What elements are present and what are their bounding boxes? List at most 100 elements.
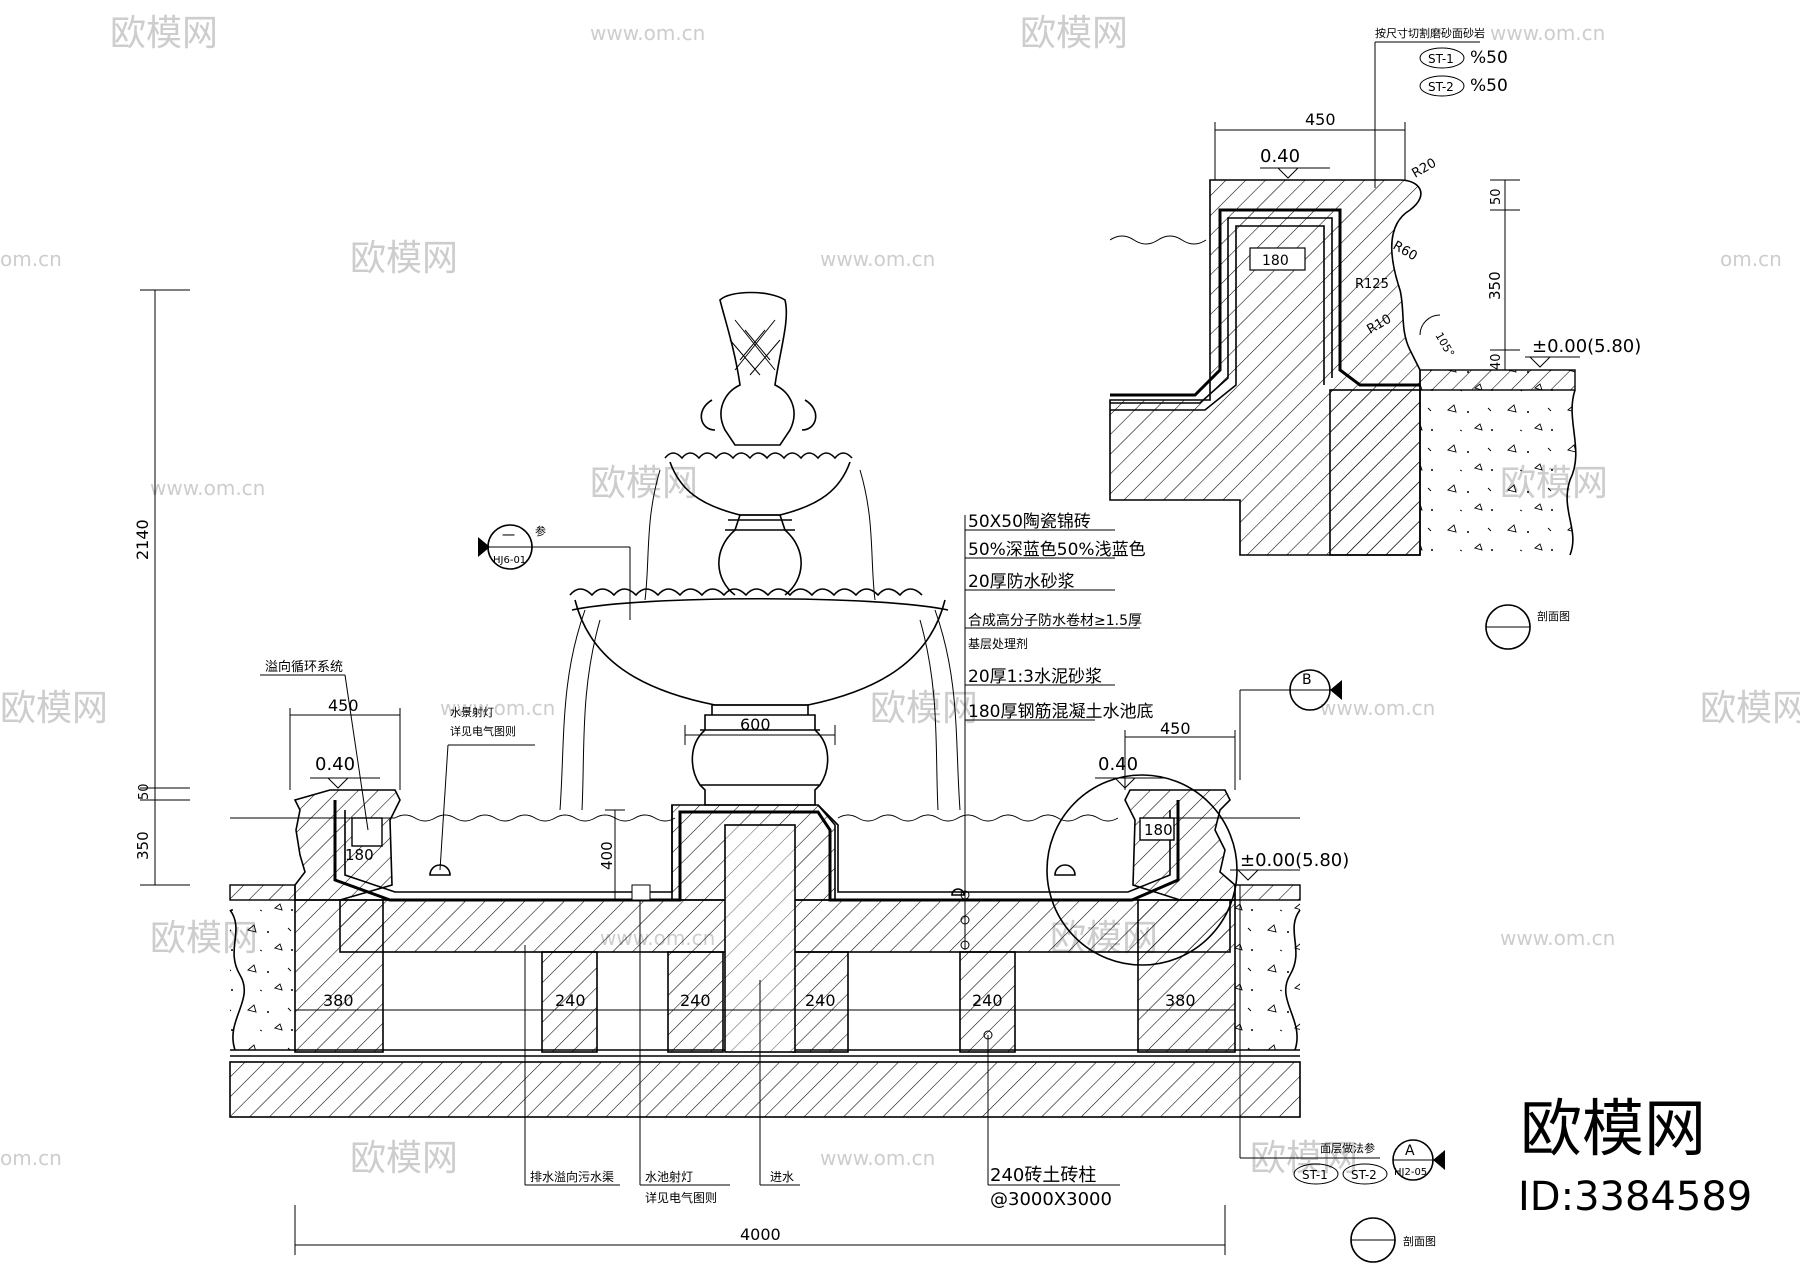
radius-r125: R125 (1355, 277, 1389, 292)
watermark-site: www.om.cn (820, 1146, 935, 1170)
vertical-dimension-chain: 2140 50 350 (133, 289, 190, 886)
stone-note: 按尺寸切割磨砂面砂岩 (1375, 26, 1485, 40)
water-surface-left (394, 814, 676, 822)
foot-dim-4: 240 (805, 991, 836, 1010)
layer-2: 50%深蓝色50%浅蓝色 (968, 540, 1146, 560)
watermark-brand: 欧模网 (1020, 13, 1128, 54)
layer-1: 50X50陶瓷锦砖 (968, 512, 1091, 532)
detail-dim-450: 450 (1305, 110, 1336, 129)
dimension-right-450: 450 (1160, 719, 1191, 738)
dimension-right-180: 180 (1144, 821, 1173, 839)
detail-dim-40: 40 (1489, 353, 1504, 370)
angle-105: 105° (1432, 330, 1457, 359)
foot-dim-3: 240 (680, 991, 711, 1010)
label-pile-spacing: @3000X3000 (990, 1189, 1112, 1210)
watermark-site: om.cn (0, 247, 62, 271)
layer-6: 20厚1:3水泥砂浆 (968, 667, 1102, 687)
ref-top: 一 (502, 529, 515, 544)
label-pile: 240砖土砖柱 (990, 1165, 1096, 1186)
detail-paving (1419, 369, 1576, 391)
layer-5: 基层处理剂 (968, 636, 1028, 651)
section-a-ref: HJ2-05 (1394, 1167, 1427, 1178)
detail-section: 450 0.40 180 R20 R60 R125 R10 105° 50 35… (1109, 26, 1641, 650)
dimension-left-180: 180 (345, 846, 374, 864)
dimension-50: 50 (137, 783, 152, 800)
watermark-site: www.om.cn (1320, 696, 1435, 720)
detail-callout-circle (1046, 774, 1238, 966)
finish-tag-1: ST-1 (1302, 1168, 1328, 1182)
foot-dim-6: 380 (1165, 991, 1196, 1010)
watermark-brand: 欧模网 (110, 13, 218, 54)
radius-r60: R60 (1390, 238, 1420, 264)
pool-wall-right (1124, 789, 1236, 901)
brick-piers (294, 899, 1236, 1053)
label-circulation: 溢向循环系统 (265, 659, 343, 675)
watermark-brand: 欧模网 (0, 688, 108, 729)
detail-dim-180: 180 (1262, 253, 1289, 269)
dimension-400: 400 (598, 841, 616, 870)
ground-level-mark: ±0.00(5.80) (1240, 850, 1349, 871)
watermark-brand: 欧模网 (590, 463, 698, 504)
detail-dim-350: 350 (1486, 271, 1504, 300)
corner-logo: 欧模网 ID:3384589 (1518, 1092, 1752, 1220)
detail-tag-code-2: ST-2 (1428, 80, 1454, 94)
caption: 剖面图 (1403, 1234, 1436, 1248)
detail-tag-value-2: %50 (1470, 76, 1508, 96)
label-inlet: 进水 (770, 1170, 794, 1184)
watermark-site: www.om.cn (440, 696, 555, 720)
dimension-left-450: 450 (328, 696, 359, 715)
layer-7: 180厚钢筋混凝土水池底 (968, 702, 1153, 722)
detail-tag-value-1: %50 (1470, 48, 1508, 68)
fountain-sculpture (559, 291, 961, 811)
dimension-4000: 4000 (740, 1225, 781, 1244)
label-pool-light-2: 详见电气图则 (645, 1190, 717, 1205)
foot-dim-5: 240 (972, 991, 1003, 1010)
detail-water (1109, 235, 1207, 245)
finish-tag-2: ST-2 (1351, 1168, 1377, 1182)
watermark-site: www.om.cn (1500, 926, 1615, 950)
layer-4: 合成高分子防水卷材≥1.5厚 (968, 612, 1142, 629)
water-surface-right (837, 814, 1119, 822)
label-pool-light: 水池射灯 (645, 1169, 693, 1184)
dimension-600: 600 (740, 715, 771, 734)
layer-3: 20厚防水砂浆 (968, 572, 1075, 592)
spotlight-left (429, 864, 451, 876)
radius-r20: R20 (1410, 156, 1440, 182)
finish-label: 面层做法参 (1320, 1141, 1375, 1155)
watermark-site: www.om.cn (590, 21, 705, 45)
watermark-site: om.cn (0, 1146, 62, 1170)
detail-level: 0.40 (1260, 146, 1300, 167)
detail-ground-level: ±0.00(5.80) (1532, 336, 1641, 357)
watermark-site: www.om.cn (1490, 21, 1605, 45)
detail-lining (1110, 208, 1420, 397)
nozzle (951, 888, 965, 896)
lower-right-tags: 面层做法参 ST-1 ST-2 A HJ2-05 剖面图 (1239, 885, 1445, 1263)
ref-note: 参 (535, 524, 546, 538)
watermark-brand: 欧模网 (350, 238, 458, 279)
level-right-040: 0.40 (1098, 754, 1138, 775)
watermark-site: www.om.cn (820, 247, 935, 271)
watermark-brand: 欧模网 (870, 688, 978, 729)
section-a-label: A (1405, 1143, 1415, 1159)
main-section: 2140 50 350 (133, 289, 1349, 1255)
watermark-site: om.cn (1720, 247, 1782, 271)
bottom-leaders: 排水溢向污水渠 水池射灯 详见电气图则 进水 240砖土砖柱 @3000X300… (524, 884, 1120, 1210)
detail-dim-50: 50 (1489, 188, 1504, 205)
logo-id: ID:3384589 (1518, 1174, 1752, 1220)
section-b-label: B (1302, 672, 1312, 688)
level-left-040: 0.40 (315, 754, 355, 775)
layer-callout: 50X50陶瓷锦砖 50%深蓝色50%浅蓝色 20厚防水砂浆 合成高分子防水卷材… (960, 512, 1153, 950)
logo-text: 欧模网 (1520, 1092, 1706, 1165)
watermark-brand: 欧模网 (1700, 688, 1800, 729)
watermark-site: www.om.cn (150, 476, 265, 500)
soil-right (1235, 900, 1300, 1050)
soil-left (230, 900, 295, 1050)
detail-caption: 剖面图 (1537, 609, 1570, 623)
spotlight-right (1054, 864, 1076, 876)
dimension-350: 350 (134, 831, 152, 860)
detail-tag-code-1: ST-1 (1428, 52, 1454, 66)
ref-bottom: HJ6-01 (493, 555, 526, 566)
foot-dim-1: 380 (323, 991, 354, 1010)
